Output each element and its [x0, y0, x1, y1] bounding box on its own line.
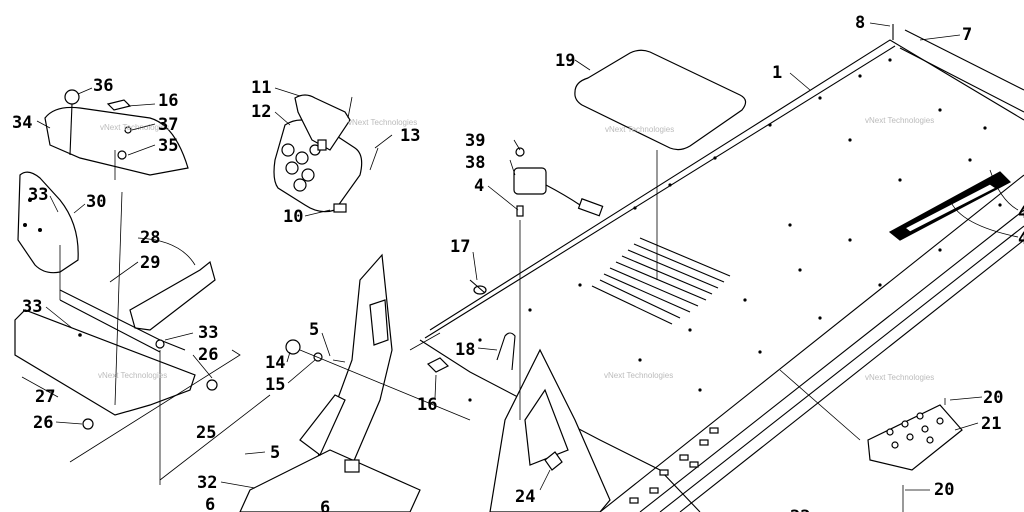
cooler-slots — [591, 237, 731, 325]
callout-14: 14 — [265, 353, 285, 373]
callout-37: 37 — [158, 115, 178, 135]
callout-16: 16 — [417, 395, 437, 415]
rivet-dots — [468, 58, 1002, 402]
watermark-text: vNext Technologies — [604, 371, 673, 380]
callout-5: 5 — [309, 320, 319, 340]
leader-lines — [21, 22, 1019, 491]
callout-1: 1 — [772, 63, 782, 83]
callout-6: 6 — [320, 498, 330, 512]
watermark-text: vNext Technologies — [100, 123, 169, 132]
callout-29: 29 — [140, 253, 160, 273]
callout-32: 32 — [197, 473, 217, 493]
callout-18: 18 — [455, 340, 475, 360]
callout-39: 39 — [465, 131, 485, 151]
callout-34: 34 — [12, 113, 32, 133]
callout-20: 20 — [934, 480, 954, 500]
callout-35: 35 — [158, 136, 178, 156]
watermarks: vNext Technologies vNext Technologies vN… — [98, 116, 934, 382]
bracket-10-13 — [273, 94, 379, 213]
watermark-text: vNext Technologies — [605, 125, 674, 134]
track-rivets — [629, 427, 719, 504]
callout-38: 38 — [465, 153, 485, 173]
callout-12: 12 — [251, 102, 271, 122]
callout-4: 4 — [474, 176, 484, 196]
callout-33: 33 — [28, 185, 48, 205]
callout-4: 4 — [1018, 203, 1024, 223]
callout-28: 28 — [140, 228, 160, 248]
callout-7: 7 — [962, 25, 972, 45]
callout-30: 30 — [86, 192, 106, 212]
tunnel-frame — [419, 29, 1024, 512]
callout-33: 33 — [22, 297, 42, 317]
callout-5: 5 — [270, 443, 280, 463]
callout-11: 11 — [251, 78, 271, 98]
plate-19 — [574, 49, 747, 280]
callout-25: 25 — [196, 423, 216, 443]
callout-15: 15 — [265, 375, 285, 395]
callout-8: 8 — [855, 13, 865, 33]
callout-16: 16 — [158, 91, 178, 111]
callout-13: 13 — [400, 126, 420, 146]
callout-21: 21 — [981, 414, 1001, 434]
watermark-text: vNext Technologies — [865, 116, 934, 125]
callout-labels: 36 16 37 34 35 33 30 28 29 33 33 26 27 2… — [12, 13, 1024, 512]
callout-26: 26 — [33, 413, 53, 433]
misc-parts — [285, 24, 963, 512]
callout-24: 24 — [515, 487, 535, 507]
watermark-text: vNext Technologies — [865, 373, 934, 382]
callout-6: 6 — [205, 495, 215, 512]
bulkhead-left — [239, 253, 611, 512]
callout-20: 20 — [983, 388, 1003, 408]
callout-33: 33 — [198, 323, 218, 343]
callout-19: 19 — [555, 51, 575, 71]
callout-17: 17 — [450, 237, 470, 257]
watermark-text: vNext Technologies — [98, 371, 167, 380]
callout-36: 36 — [93, 76, 113, 96]
callout-26: 26 — [198, 345, 218, 365]
watermark-text: vNext Technologies — [348, 118, 417, 127]
callout-27: 27 — [35, 387, 55, 407]
callout-22: 22 — [790, 507, 810, 512]
callout-10: 10 — [283, 207, 303, 227]
callout-4: 4 — [1018, 229, 1024, 249]
